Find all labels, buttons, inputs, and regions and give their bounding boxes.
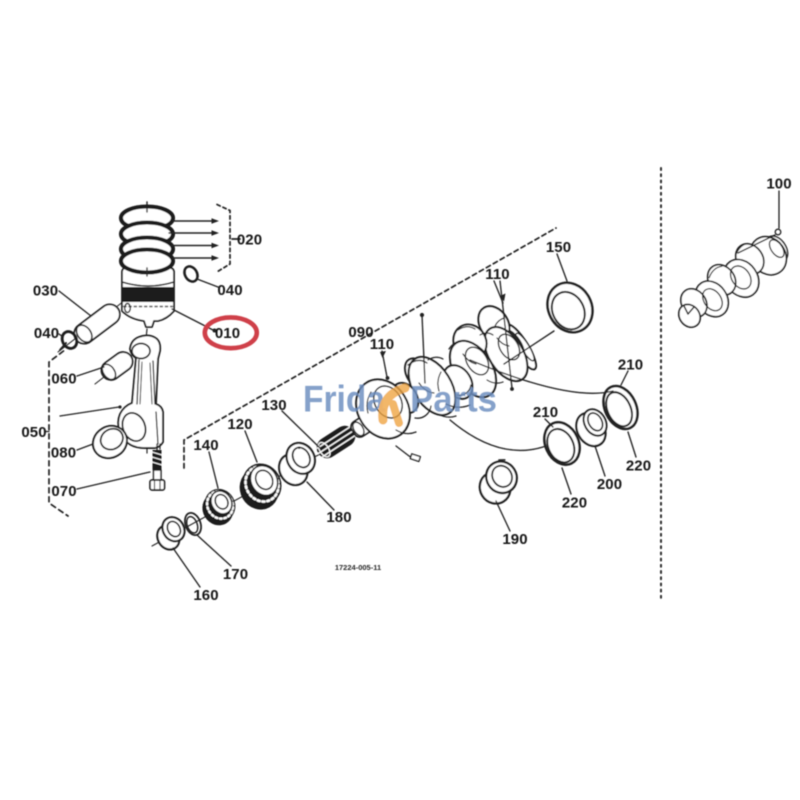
svg-text:020: 020 (237, 232, 262, 249)
svg-text:030: 030 (33, 283, 58, 300)
svg-text:110: 110 (370, 336, 395, 353)
svg-text:070: 070 (51, 483, 76, 500)
svg-text:110: 110 (485, 266, 510, 283)
svg-text:080: 080 (51, 445, 76, 462)
svg-text:190: 190 (502, 531, 527, 548)
svg-text:Frida: Frida (303, 379, 385, 420)
svg-text:040: 040 (217, 282, 242, 299)
svg-text:220: 220 (562, 495, 587, 512)
svg-text:160: 160 (193, 587, 218, 604)
svg-text:050: 050 (21, 424, 46, 441)
svg-text:150: 150 (546, 239, 571, 256)
svg-text:010: 010 (215, 325, 240, 342)
svg-text:Parts: Parts (410, 379, 497, 420)
svg-text:170: 170 (223, 566, 248, 583)
svg-text:100: 100 (766, 176, 791, 193)
svg-text:210: 210 (533, 404, 558, 421)
svg-text:210: 210 (618, 357, 643, 374)
svg-text:040: 040 (34, 325, 59, 342)
svg-text:220: 220 (626, 458, 651, 475)
svg-text:060: 060 (51, 371, 76, 388)
svg-text:090: 090 (348, 324, 373, 341)
svg-text:17224-005-11: 17224-005-11 (335, 563, 381, 572)
svg-text:180: 180 (326, 509, 351, 526)
svg-text:130: 130 (261, 397, 286, 414)
svg-text:120: 120 (227, 416, 252, 433)
svg-text:200: 200 (597, 476, 622, 493)
svg-text:140: 140 (193, 437, 218, 454)
